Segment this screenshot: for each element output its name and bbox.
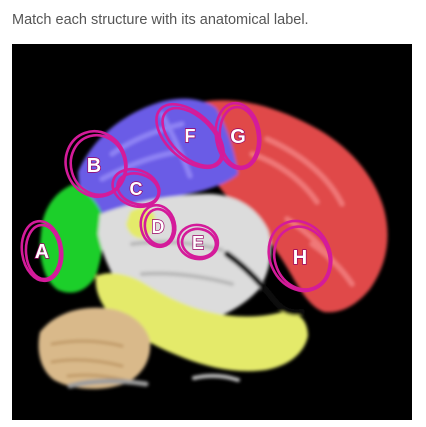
label-h: H	[293, 247, 307, 269]
annotation-layer	[20, 101, 333, 293]
label-f: F	[185, 126, 196, 146]
brain-image: A B C D E F G H	[12, 44, 412, 420]
label-g-circle	[214, 101, 262, 171]
region-red	[202, 100, 388, 313]
question-prompt: Match each structure with its anatomical…	[12, 12, 309, 28]
region-green	[40, 184, 104, 293]
label-f-circle	[155, 102, 225, 170]
label-d: D	[152, 217, 165, 237]
label-b-circle	[64, 130, 128, 198]
label-b: B	[87, 155, 101, 177]
label-h-circle	[267, 219, 333, 293]
label-a-circle	[20, 219, 64, 283]
label-a: A	[35, 241, 49, 263]
label-e: E	[192, 233, 204, 253]
region-cerebellum	[38, 307, 151, 389]
label-g: G	[230, 126, 246, 148]
annotation-letters: A B C D E F G H	[34, 125, 308, 269]
label-d-circle	[139, 203, 177, 249]
label-c: C	[130, 179, 143, 199]
label-e-circle	[176, 223, 220, 261]
region-yellow	[95, 273, 308, 372]
brain-mri-illustration: A B C D E F G H	[12, 44, 412, 420]
